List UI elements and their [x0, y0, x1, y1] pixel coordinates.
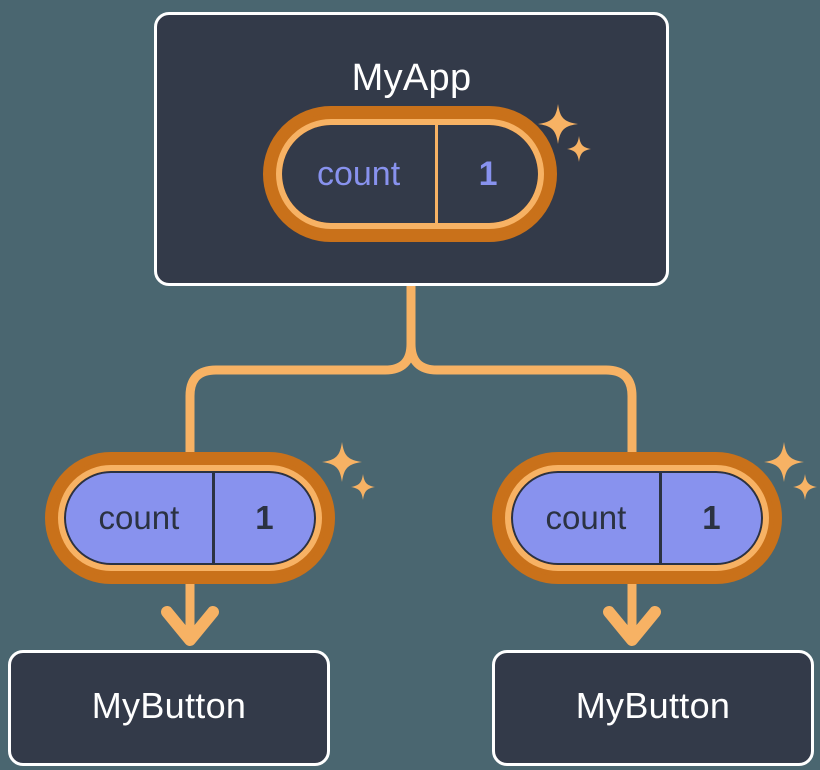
- sparkle-icon: [322, 442, 375, 500]
- sparkle-icon: [538, 104, 591, 162]
- arrow-head-left: [161, 606, 219, 646]
- state-key-label: count: [282, 125, 439, 223]
- state-pill-myapp[interactable]: count 1: [263, 106, 557, 242]
- state-pill-ring: count 1: [58, 465, 322, 571]
- state-key-label: count: [513, 473, 662, 563]
- component-box-mybutton-left[interactable]: MyButton: [8, 650, 330, 766]
- state-pill-body: count 1: [64, 471, 316, 565]
- state-pill-ring: count 1: [505, 465, 769, 571]
- state-key-label: count: [66, 473, 215, 563]
- state-pill-body: count 1: [511, 471, 763, 565]
- component-title-mybutton: MyButton: [91, 685, 247, 726]
- sparkle-group-child-left: [318, 440, 378, 515]
- state-pill-body: count 1: [282, 125, 538, 223]
- sparkle-icon: [764, 442, 817, 500]
- component-box-mybutton-right[interactable]: MyButton: [492, 650, 814, 766]
- state-pill-ring: count 1: [276, 119, 544, 229]
- arrow-head-right: [603, 606, 661, 646]
- component-title-mybutton: MyButton: [575, 685, 731, 726]
- sparkle-group-myapp: [534, 102, 594, 177]
- state-value-label: 1: [255, 499, 274, 536]
- sparkle-group-child-right: [760, 440, 820, 515]
- connector-tree: [185, 281, 416, 467]
- connector-tree-right: [406, 339, 637, 467]
- state-value-label: 1: [478, 154, 498, 193]
- state-value-label: 1: [702, 499, 721, 536]
- state-pill-child-right[interactable]: count 1: [492, 452, 782, 584]
- component-title-myapp: MyApp: [351, 57, 472, 99]
- state-pill-child-left[interactable]: count 1: [45, 452, 335, 584]
